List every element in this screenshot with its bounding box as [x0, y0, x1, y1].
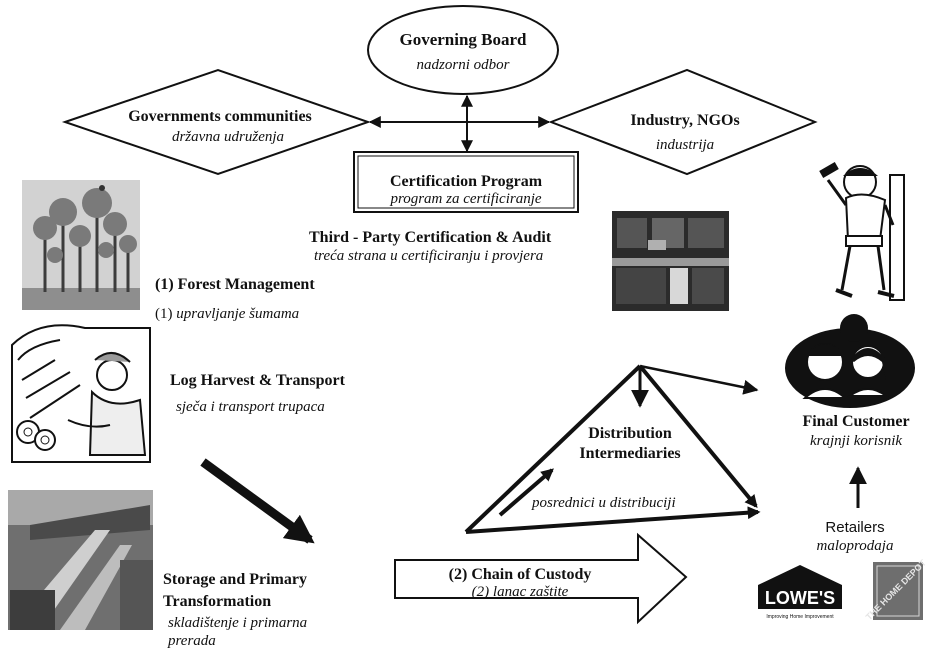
dist-bottom-edge — [465, 506, 761, 534]
retailers-subtitle: maloprodaja — [816, 538, 894, 554]
governments-subtitle: državna udruženja — [171, 129, 285, 145]
dist-right-edge — [638, 364, 758, 508]
governing-board-title: Governing Board — [399, 30, 527, 49]
distribution-subtitle: posrednici u distribuciji — [532, 495, 676, 511]
governments-diamond — [61, 68, 372, 176]
industry-subtitle: industrija — [655, 137, 715, 153]
home-depot-logo: THE HOME DEPOT — [864, 557, 928, 622]
certification-box-inner — [357, 155, 575, 209]
carpenter-illustration — [819, 162, 905, 301]
governing-board-subtitle: nadzorni odbor — [416, 57, 510, 73]
industry-diamond — [548, 68, 818, 176]
customer-illustration — [785, 314, 915, 408]
forest-management-subtitle: (1) upravljanje šumama — [155, 305, 299, 323]
harvest-to-storage-arrow — [200, 458, 315, 544]
forest-management-title: (1) Forest Management — [155, 276, 315, 293]
governments-title: Governments communities — [128, 108, 312, 125]
retailers-title: Retailers — [825, 519, 885, 536]
final-customer-subtitle: krajnji korisnik — [809, 433, 903, 449]
log-harvest-title: Log Harvest & Transport — [170, 372, 345, 389]
apex-to-customer-arrow — [639, 364, 759, 395]
certification-title: Certification Program — [389, 173, 543, 190]
storage-title-line1: Storage and Primary — [163, 571, 307, 588]
third-party-subtitle: treća strana u certificiranju i provjera — [314, 248, 544, 264]
kitchen-photo — [612, 211, 729, 311]
lowes-logo-text: LOWE'S — [765, 588, 835, 608]
logger-illustration — [11, 324, 151, 463]
distribution-title-line2: Intermediaries — [579, 445, 681, 462]
third-party-title: Third - Party Certification & Audit — [309, 229, 552, 246]
storage-subtitle-line2: prerada — [168, 633, 216, 649]
lowes-logo-tagline: Improving Home Improvement — [766, 614, 834, 620]
certification-box — [353, 151, 579, 213]
chain-of-custody-subtitle: (2) lanac zaštite — [471, 584, 569, 600]
governing-board-ellipse — [367, 5, 559, 95]
distribution-title-line1: Distribution — [588, 425, 672, 442]
storage-title-line2: Transformation — [163, 593, 272, 610]
log-harvest-subtitle: sječa i transport trupaca — [176, 399, 325, 415]
chain-of-custody-arrow — [394, 532, 688, 625]
lowes-logo: LOWE'S Improving Home Improvement — [758, 565, 842, 620]
forest-management-subtitle-text: upravljanje šumama — [176, 306, 300, 322]
forest-illustration — [22, 180, 140, 310]
storage-subtitle-line1: skladištenje i primarna — [168, 615, 308, 631]
forest-management-subtitle-prefix: (1) — [155, 306, 177, 322]
to-distribution-arrow — [498, 468, 554, 517]
industry-title: Industry, NGOs — [630, 112, 740, 129]
sawmill-photo — [8, 490, 153, 630]
certification-subtitle: program za certificiranje — [390, 191, 542, 207]
final-customer-title: Final Customer — [802, 413, 910, 430]
chain-of-custody-title: (2) Chain of Custody — [448, 566, 592, 583]
dist-left-edge — [464, 364, 642, 534]
